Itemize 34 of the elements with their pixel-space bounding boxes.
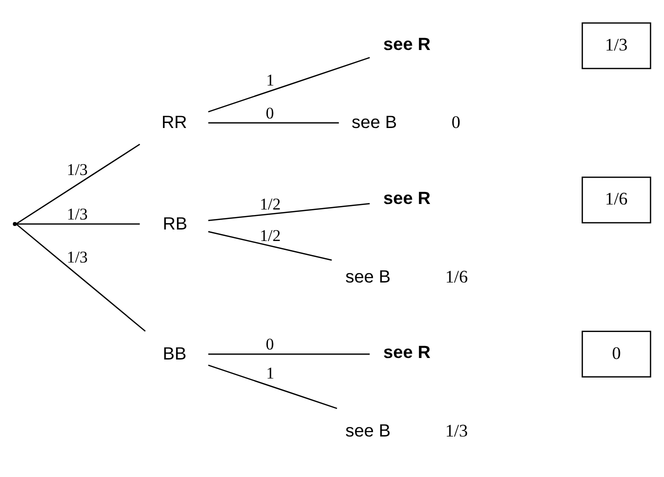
connector xyxy=(208,230,332,261)
connector xyxy=(208,203,370,222)
connector xyxy=(16,144,140,224)
connector xyxy=(16,223,140,225)
node-text: see B xyxy=(352,112,397,132)
node-text: BB xyxy=(162,343,186,364)
node-text: see R xyxy=(383,342,430,362)
connector xyxy=(208,364,338,410)
node-label: 1/6 xyxy=(445,266,468,286)
node-label: 1/3 xyxy=(445,420,468,441)
node-box: 1/6 xyxy=(582,176,652,224)
node-text: see R xyxy=(383,34,430,54)
node-text: RR xyxy=(162,112,188,132)
node-box: 0 xyxy=(582,330,652,378)
connector xyxy=(208,122,339,124)
node-point xyxy=(12,222,17,226)
node-box: 1/3 xyxy=(582,22,652,70)
node-label: 0 xyxy=(452,112,460,132)
edge-label: 1/3 xyxy=(66,247,88,266)
node-text: see B xyxy=(345,420,391,441)
edge-label: 1/3 xyxy=(66,160,88,180)
edge-label: 1/3 xyxy=(66,204,88,224)
node-text: see R xyxy=(383,188,430,208)
node-text: RB xyxy=(162,213,188,234)
connector xyxy=(16,224,146,332)
edge-label: 0 xyxy=(266,334,274,354)
connector xyxy=(208,353,370,355)
connector xyxy=(208,56,370,112)
edge-label: 1/2 xyxy=(260,226,281,245)
edge-label: 1/2 xyxy=(260,194,281,214)
edge-label: 1 xyxy=(266,70,274,90)
edge-label: 0 xyxy=(266,103,274,122)
edge-label: 1 xyxy=(266,364,274,383)
node-text: see B xyxy=(345,266,391,286)
